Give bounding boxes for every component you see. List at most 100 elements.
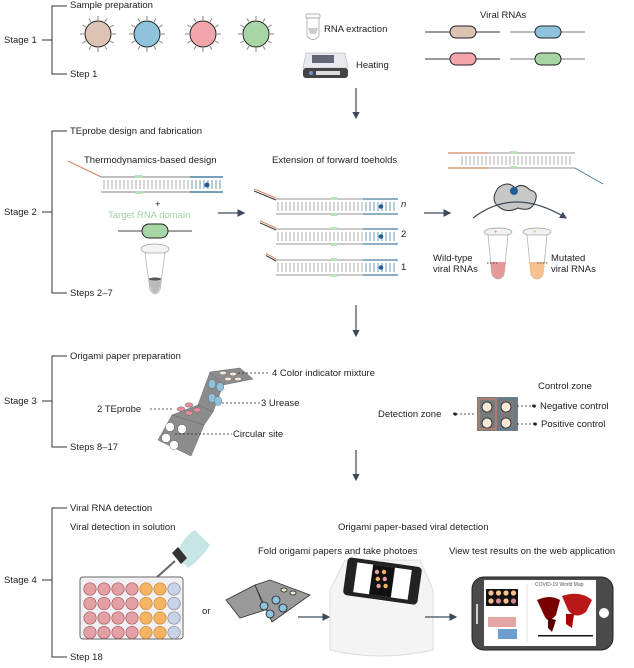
well [153,582,167,596]
virus-icon [80,16,116,52]
teprobe-spot [184,402,194,408]
circular-site-spot [169,440,179,450]
virus-icon [185,16,221,52]
svg-text:+: + [533,230,537,236]
well [139,582,153,596]
result-spot [510,590,517,596]
well [167,596,181,611]
photo-spot [375,576,380,582]
viral-rna-capsule [510,52,585,66]
rna-extraction-label: RNA extraction [324,24,388,35]
stage2-label: Stage 2 [4,207,37,218]
control-leaders [453,404,537,426]
well [97,625,111,640]
negative-control-label: Negative control [540,401,609,412]
extension-label: Extension of forward toeholds [272,155,398,166]
result-spot [503,598,509,604]
well [153,611,167,625]
folded-origami-icon [225,579,311,623]
stage4-label: Stage 4 [4,575,37,586]
result-spot [488,590,494,596]
well [139,611,153,625]
photo-box-icon [329,557,434,657]
stage2-title: TEprobe design and fabrication [70,126,203,137]
stage3-title: Origami paper preparation [70,351,181,362]
well [125,611,139,625]
extended-probe [265,253,398,277]
well [153,625,167,640]
result-spot [495,590,502,596]
origami-paper [157,367,254,457]
indicator-spot [229,372,237,377]
heating-block-icon [302,52,349,78]
stage1-title: Sample preparation [70,0,153,11]
map-title: COVID-19 World Map [535,582,584,588]
photo-spot [376,583,381,589]
plus-sign: + [155,199,161,210]
well [83,596,97,611]
urease-spot [215,382,224,392]
well [97,611,111,625]
viral-rna-list [425,25,585,66]
phone-web-app-icon [471,576,614,651]
stage4-title: Viral RNA detection [70,503,153,514]
result-spot [488,598,494,604]
well [111,596,125,611]
result-spot [510,598,517,604]
well [139,596,153,611]
indicator-spot [224,377,232,382]
photo-spot [381,569,387,575]
fold-take-label: Fold origami papers and take photoes [258,546,418,557]
teprobe-label: 2 TEprobe [97,404,142,415]
extended-probes [253,188,398,277]
urease-spot [207,379,216,389]
result-spot [495,598,502,604]
circular-site-spot [161,433,171,443]
stage1-label: Stage 1 [4,35,37,46]
virus-icon [129,16,165,52]
stage1-steps: Step 1 [70,69,98,80]
detection-zone-label: Detection zone [378,409,442,420]
well [111,611,125,625]
well [139,625,153,640]
photo-spot [383,583,388,589]
indicator-spot [234,377,242,382]
positive-control-label: Positive control [541,419,606,430]
viral-rna-capsule [425,52,500,66]
origami-leaders [150,372,270,435]
urease-spot [213,396,222,406]
stage3-steps: Steps 8–17 [70,442,119,453]
wild-type-label-1: Wild-type [433,253,473,264]
mutated-label-1: Mutated [551,253,586,264]
circular-site-spot [177,424,187,434]
well [83,582,97,596]
color-indicator-label: 4 Color indicator mixture [272,368,375,379]
control-zone-label: Control zone [538,381,592,392]
teprobe-spot [184,410,194,416]
wild-type-tube-icon: + [483,227,513,280]
photo-spot [374,569,380,575]
stage2-steps: Steps 2–7 [70,288,113,299]
well [153,596,167,611]
indicator-spot [219,371,227,376]
well [167,582,181,596]
teprobe-spot [192,407,202,413]
virus-icon [238,16,274,52]
viral-rnas-label: Viral RNAs [480,10,527,21]
circular-site-spot [165,422,175,432]
or-label: or [202,606,211,617]
svg-text:+: + [494,230,498,236]
wild-type-label-2: viral RNAs [433,264,478,275]
mutated-tube-icon: + [522,227,552,280]
stage2-bracket [42,130,67,294]
mutated-label-2: viral RNAs [551,264,596,275]
probe-label-1: 1 [401,262,407,273]
control-zone-chip [477,397,518,431]
stage1-bracket [42,5,67,75]
teprobe-spot [176,406,186,412]
stage3-label: Stage 3 [4,396,37,407]
photo-spot [382,576,387,582]
well-plate-wells [83,582,181,640]
probe-label-n: n [401,199,407,210]
